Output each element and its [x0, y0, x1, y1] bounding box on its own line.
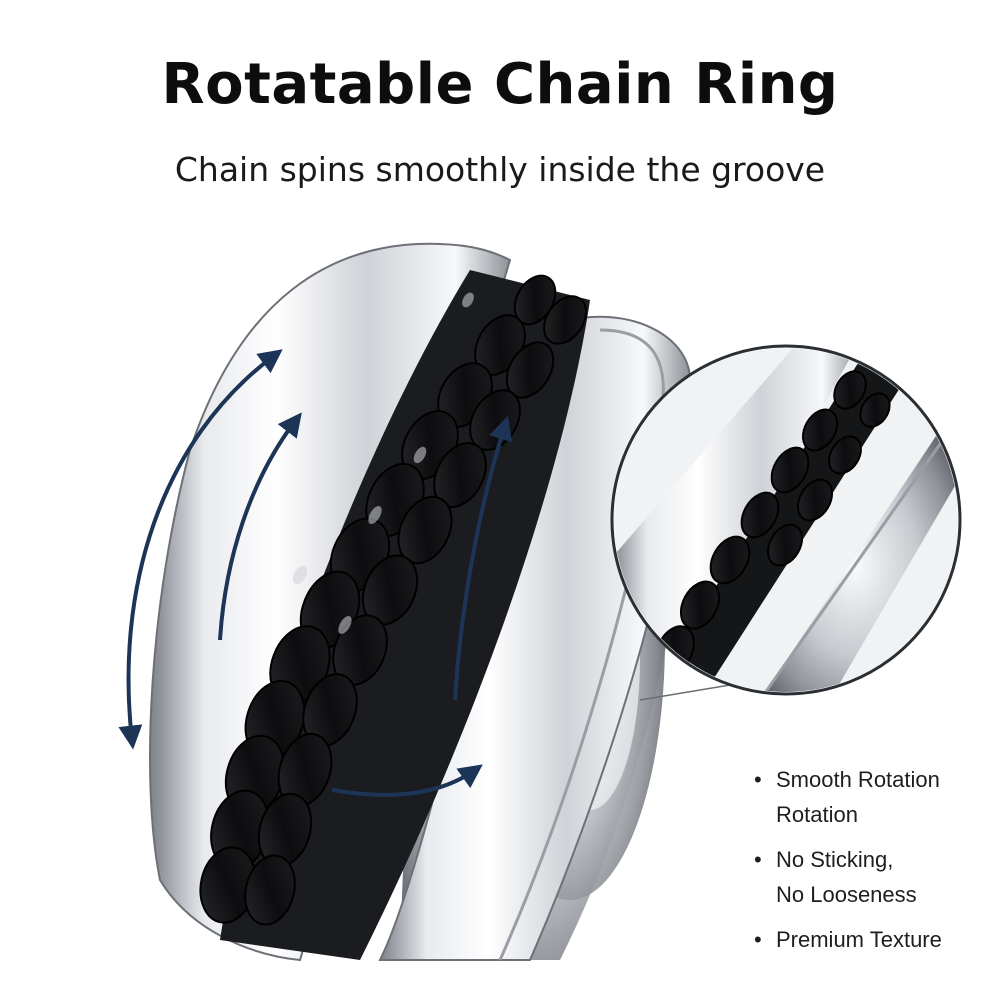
rotation-arrow-left-icon — [118, 349, 283, 750]
black-chain — [199, 274, 587, 926]
rotation-arrow-right-icon — [453, 415, 513, 701]
chain-highlights — [292, 292, 474, 635]
feature-line: Smooth Rotation — [776, 767, 940, 792]
rotation-arrows — [118, 349, 513, 797]
bullet-icon: • — [754, 847, 762, 872]
rotation-arrow-inner-icon — [218, 412, 302, 641]
feature-item-smooth-rotation: • Smooth Rotation Rotation — [752, 762, 992, 832]
page-subtitle: Chain spins smoothly inside the groove — [174, 150, 826, 189]
feature-item-no-sticking: • No Sticking, No Looseness — [752, 842, 992, 912]
page-title: Rotatable Chain Ring — [161, 52, 839, 117]
feature-line: No Sticking, — [776, 847, 894, 872]
feature-item-premium-texture: • Premium Texture — [752, 922, 992, 957]
bullet-icon: • — [754, 767, 762, 792]
zoom-callout — [610, 344, 962, 696]
feature-list: • Smooth Rotation Rotation • No Sticking… — [752, 762, 992, 967]
rotation-arrow-bottom-icon — [331, 764, 483, 797]
feature-line: Premium Texture — [776, 927, 942, 952]
feature-line: No Looseness — [776, 882, 917, 907]
feature-line: Rotation — [776, 802, 858, 827]
bullet-icon: • — [754, 927, 762, 952]
